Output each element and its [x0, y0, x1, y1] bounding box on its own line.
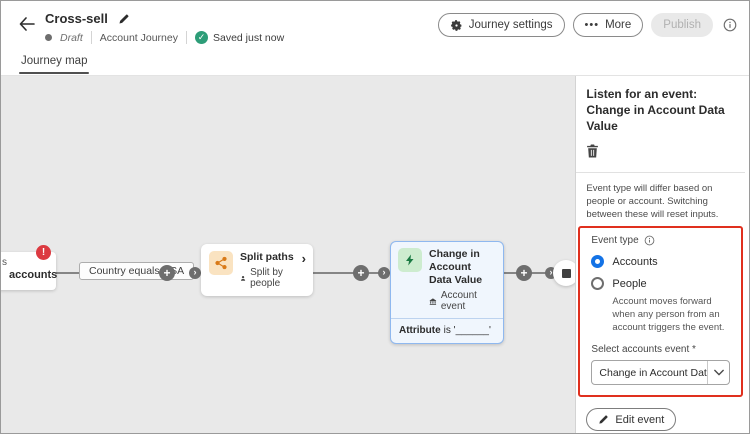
- event-type-description: Event type will differ based on people o…: [586, 183, 719, 220]
- panel-edge-strip: [745, 76, 749, 433]
- end-stop-icon: [561, 268, 571, 278]
- event-node-title: Change in Account Data Value: [429, 248, 483, 286]
- wire-chevron-icon: ›: [189, 267, 201, 279]
- expand-paths-chevron-icon[interactable]: ›: [301, 251, 306, 266]
- back-arrow-icon: [19, 17, 35, 31]
- journey-settings-label: Journey settings: [468, 19, 553, 31]
- annotation-highlight-box: Event type Accounts People Account moves…: [578, 226, 744, 397]
- header-actions: Journey settings ••• More Publish: [437, 13, 737, 37]
- select-event-label: Select accounts event *: [591, 344, 696, 355]
- more-button[interactable]: ••• More: [572, 13, 644, 37]
- more-label: More: [605, 19, 632, 31]
- journey-end-node[interactable]: [553, 260, 576, 286]
- entry-node[interactable]: s accounts !: [1, 245, 58, 290]
- condition-label[interactable]: Country equals USA: [79, 262, 195, 280]
- panel-title: Listen for an event: Change in Account D…: [586, 87, 725, 133]
- tab-journey-map-label: Journey map: [21, 55, 88, 67]
- entry-node-label-fragment: accounts: [9, 269, 58, 281]
- publish-info-icon[interactable]: [723, 18, 737, 32]
- journey-type-label: Account Journey: [99, 31, 178, 44]
- tab-bar: Journey map: [1, 48, 749, 75]
- saved-check-icon: ✓: [194, 31, 208, 44]
- event-lightning-icon: [398, 248, 422, 272]
- radio-accounts-control[interactable]: [591, 255, 605, 268]
- radio-people-label: People: [612, 277, 647, 290]
- publish-button[interactable]: Publish: [651, 13, 713, 37]
- tab-journey-map[interactable]: Journey map: [19, 55, 90, 75]
- event-node-selected[interactable]: Change in Account Data Value Account eve…: [390, 241, 504, 344]
- split-paths-icon: [209, 251, 233, 275]
- radio-people[interactable]: People: [591, 277, 730, 290]
- header: Cross-sell Draft Account Journey ✓ Saved…: [1, 1, 749, 48]
- add-node-button[interactable]: +: [516, 265, 532, 281]
- event-type-label: Event type: [591, 235, 639, 246]
- split-paths-node[interactable]: Split paths Split by people ›: [201, 244, 313, 300]
- title-block: Cross-sell Draft Account Journey ✓ Saved…: [45, 11, 438, 44]
- pencil-icon: [599, 415, 609, 424]
- add-node-button[interactable]: +: [159, 265, 175, 281]
- event-node-subtitle: Account event: [440, 290, 477, 312]
- section-divider: [576, 172, 746, 173]
- person-icon: [240, 275, 246, 281]
- people-help-text: Account moves forward when any person fr…: [612, 296, 725, 333]
- saved-status-label: Saved just now: [212, 31, 285, 44]
- required-marker: *: [692, 344, 696, 355]
- node-divider: [391, 318, 503, 319]
- journey-meta: Draft Account Journey ✓ Saved just now: [45, 31, 438, 44]
- edit-event-button[interactable]: Edit event: [586, 408, 677, 431]
- entry-node-title-fragment: s: [2, 257, 7, 268]
- account-building-icon: [429, 297, 437, 305]
- event-config-panel: Listen for an event: Change in Account D…: [575, 76, 746, 433]
- edit-event-label: Edit event: [615, 413, 665, 426]
- dropdown-selected-value: Change in Account Data Value: [599, 366, 707, 379]
- add-node-button[interactable]: +: [353, 265, 369, 281]
- event-type-info-icon[interactable]: [644, 235, 655, 246]
- save-status: ✓ Saved just now: [194, 31, 285, 44]
- split-paths-title: Split paths: [240, 251, 294, 263]
- edit-title-icon[interactable]: [118, 13, 130, 25]
- journey-settings-button[interactable]: Journey settings: [437, 13, 565, 37]
- radio-people-control[interactable]: [591, 277, 605, 290]
- radio-accounts[interactable]: Accounts: [591, 255, 730, 268]
- more-dots-icon: •••: [584, 19, 600, 31]
- journey-canvas[interactable]: s accounts ! Country equals USA + › Spli…: [1, 76, 576, 433]
- delete-event-button[interactable]: [586, 142, 599, 163]
- back-button[interactable]: [17, 15, 37, 36]
- status-label: Draft: [60, 31, 83, 44]
- draft-status-dot: [45, 34, 52, 41]
- error-badge-icon[interactable]: !: [36, 245, 51, 260]
- dropdown-chevron-icon: [707, 361, 729, 384]
- divider: [185, 31, 187, 44]
- gear-icon: [450, 19, 462, 31]
- publish-label: Publish: [663, 19, 701, 31]
- wire-chevron-icon: ›: [378, 267, 390, 279]
- divider: [90, 31, 92, 44]
- radio-accounts-label: Accounts: [612, 255, 658, 268]
- accounts-event-dropdown[interactable]: Change in Account Data Value: [591, 360, 731, 385]
- page-title: Cross-sell: [45, 11, 108, 26]
- split-paths-subtitle: Split by people: [250, 267, 283, 289]
